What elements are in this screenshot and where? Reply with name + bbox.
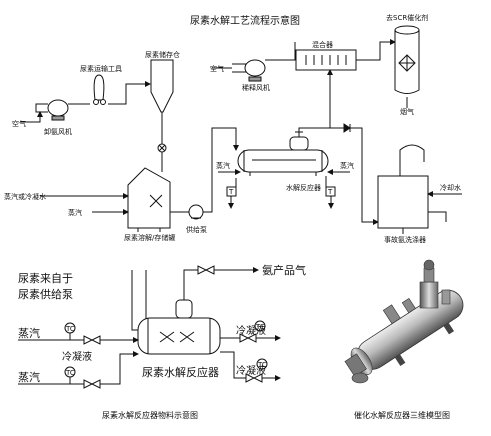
tc-3: TC	[255, 323, 265, 331]
bl-valve-4-icon	[245, 358, 268, 383]
bl-caption: 尿素水解反应器物料示意图	[102, 410, 198, 420]
tc-1: TC	[65, 325, 75, 333]
temperature-sensor-left-icon	[227, 178, 236, 208]
reactor-3d-model-image	[344, 259, 464, 384]
bl-valve-1-icon	[64, 322, 101, 345]
check-valve-icon	[343, 123, 351, 133]
steam-condensate-label: 蒸汽或冷凝水	[4, 192, 46, 201]
dilution-fan-icon	[232, 59, 266, 82]
feed-pump-label: 供给泵	[186, 225, 207, 234]
dilution-fan-label: 稀释风机	[242, 83, 270, 92]
product-valve-icon	[197, 265, 215, 275]
br-caption: 催化水解反应器三维模型图	[354, 410, 450, 420]
air-dilution-label: 空气	[210, 64, 224, 73]
bl-condensate-mid-label: 冷凝液	[62, 350, 92, 363]
bl-steam-2-line	[18, 351, 139, 385]
mixer-label: 混合器	[312, 40, 333, 49]
flue-gas-label: 烟气	[400, 107, 414, 116]
reactor-to-mixer-line	[298, 69, 333, 132]
hydrolysis-reactor-icon	[237, 131, 329, 176]
reactor-label: 水解反应器	[286, 183, 321, 192]
unload-fan-icon	[35, 99, 69, 121]
unload-fan-label: 卸氨风机	[44, 127, 72, 136]
bl-reactor-icon	[137, 299, 221, 355]
cooling-water-label: 冷却水	[440, 183, 461, 192]
bl-steam-2-label: 蒸汽	[18, 370, 40, 384]
ammonia-scrubber-icon	[377, 144, 429, 229]
bl-reactor-label: 尿素水解反应器	[142, 365, 219, 379]
rotary-valve-icon	[157, 143, 167, 153]
tc-2: TC	[65, 369, 75, 377]
urea-truck-label: 尿素运输工具	[80, 64, 122, 73]
scr-catalyst-label: 去SCR催化剂	[386, 13, 428, 22]
fan-to-mixer-line	[265, 42, 296, 61]
bl-valve-2-icon	[64, 366, 101, 389]
dissolve-tank-label: 尿素溶解/存储罐	[124, 233, 175, 242]
air-in-label: 空气	[12, 119, 26, 128]
scr-catalyst-icon	[394, 25, 420, 94]
reactor-to-scrubber-line	[310, 127, 379, 225]
pump-to-reactor-line	[203, 127, 239, 213]
ammonia-scrubber-label: 事故氨洗涤器	[384, 235, 426, 244]
urea-from-line1: 尿素来自于	[18, 272, 73, 285]
temperature-sensor-right-icon	[326, 176, 335, 208]
steam-hx-right-label: 蒸汽	[340, 161, 354, 170]
tc-4: TC	[257, 361, 267, 369]
mixer-to-scr-line	[356, 39, 396, 61]
bl-condensate-1-label: 冷凝液	[236, 324, 266, 337]
ammonia-product-label: 氨产品气	[262, 263, 306, 277]
urea-silo-icon	[150, 59, 174, 113]
top-title: 尿素水解工艺流程示意图	[190, 14, 300, 27]
scrubber-drain-line	[428, 211, 447, 222]
dissolve-tank-icon	[127, 167, 171, 232]
feed-pump-icon	[188, 204, 204, 220]
mixer-icon	[295, 49, 357, 71]
urea-from-line2: 尿素供给泵	[18, 287, 73, 301]
t-mark-left: T	[228, 188, 234, 196]
truck-to-silo-line	[108, 81, 151, 105]
urea-truck-icon	[93, 74, 106, 105]
air-in-line	[20, 111, 43, 123]
bl-valve-3-icon	[239, 320, 266, 343]
t-mark-right: T	[327, 188, 333, 196]
bl-condensate-2-label: 冷凝液	[236, 364, 266, 377]
urea-silo-label: 尿素储存仓	[145, 50, 180, 59]
steam-left-label: 蒸汽	[68, 208, 82, 217]
steam-hx-label: 蒸汽	[216, 161, 230, 170]
bl-steam-1-label: 蒸汽	[18, 326, 40, 340]
product-gas-line	[183, 267, 259, 300]
